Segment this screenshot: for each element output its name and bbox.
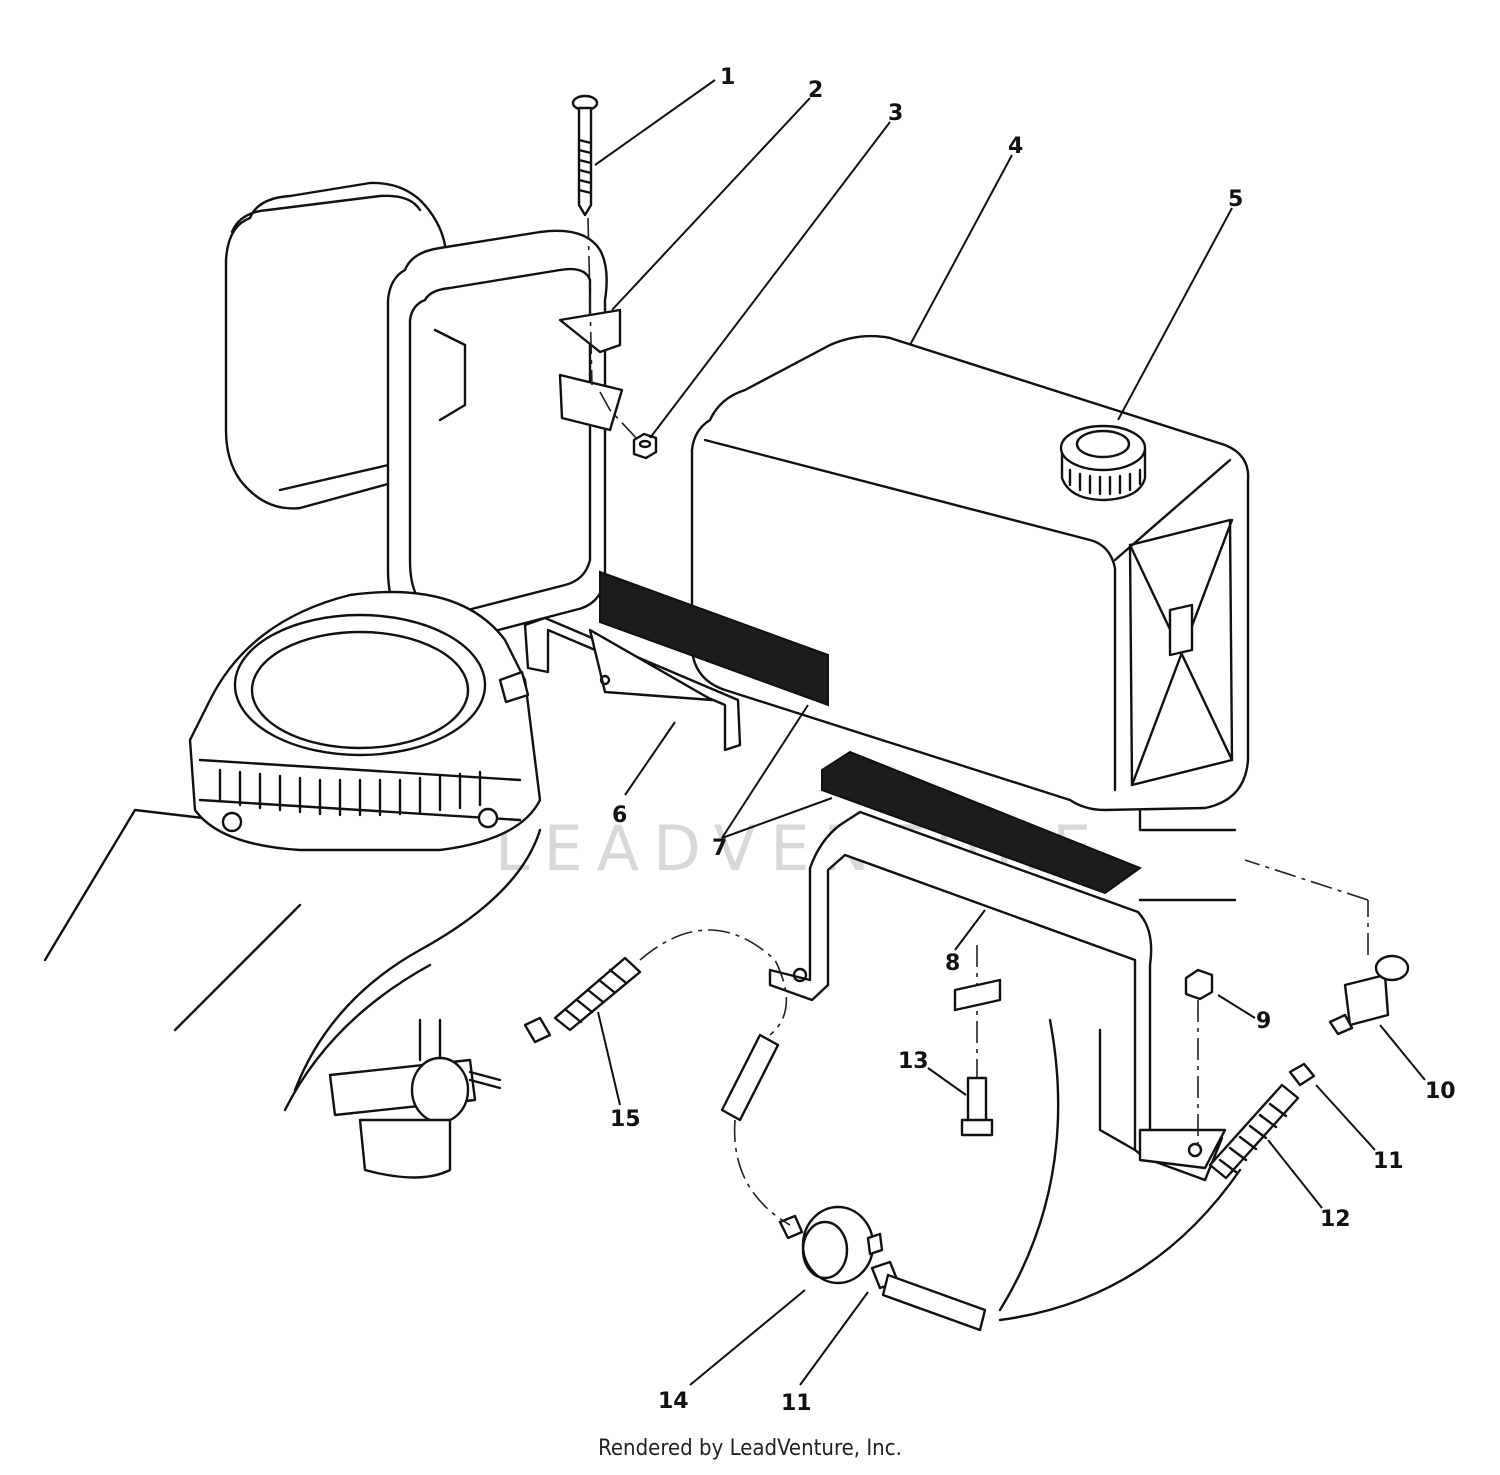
callout-12: 12 bbox=[1320, 1207, 1351, 1232]
upper-strap-pad bbox=[599, 570, 829, 707]
callout-labels: 1 2 3 4 5 6 7 8 9 10 11 11 12 13 14 15 bbox=[610, 65, 1456, 1416]
fuel-filter bbox=[778, 1205, 884, 1285]
callout-1: 1 bbox=[720, 65, 735, 90]
tank-support-strap bbox=[768, 810, 1227, 1182]
callout-11-right: 11 bbox=[1373, 1149, 1404, 1174]
callout-3: 3 bbox=[888, 101, 903, 126]
callout-14: 14 bbox=[658, 1389, 689, 1414]
engine-shroud bbox=[43, 788, 1242, 1322]
fuel-line-12 bbox=[1208, 1083, 1300, 1180]
recoil-starter-housing bbox=[188, 590, 542, 852]
callout-11-lower: 11 bbox=[781, 1391, 812, 1416]
credit-line: Rendered by LeadVenture, Inc. bbox=[598, 1436, 902, 1461]
callout-6: 6 bbox=[612, 803, 627, 828]
leader-lines bbox=[594, 79, 1426, 1386]
callout-13: 13 bbox=[898, 1049, 929, 1074]
callout-8: 8 bbox=[945, 951, 960, 976]
fitting-13 bbox=[953, 945, 1002, 1137]
clamp-right bbox=[1288, 1062, 1316, 1087]
callout-9: 9 bbox=[1256, 1009, 1271, 1034]
nut-3 bbox=[599, 391, 658, 460]
shutoff-valve bbox=[1244, 859, 1410, 1036]
fuel-line-15 bbox=[523, 929, 791, 1226]
fuel-cap bbox=[1059, 424, 1147, 502]
callout-2: 2 bbox=[808, 78, 823, 103]
carburetor bbox=[328, 1018, 502, 1179]
lower-strap-pad bbox=[821, 750, 1143, 895]
fuel-tank bbox=[690, 334, 1250, 812]
callout-10: 10 bbox=[1425, 1079, 1456, 1104]
screw bbox=[571, 94, 599, 386]
callout-15: 15 bbox=[610, 1107, 641, 1132]
nut-9 bbox=[1184, 968, 1214, 1145]
front-shield bbox=[386, 229, 624, 643]
fuel-line-lower bbox=[881, 1273, 987, 1332]
callout-7: 7 bbox=[712, 836, 727, 861]
callout-4: 4 bbox=[1008, 134, 1023, 159]
callout-5: 5 bbox=[1228, 187, 1243, 212]
tank-bracket bbox=[523, 616, 742, 752]
